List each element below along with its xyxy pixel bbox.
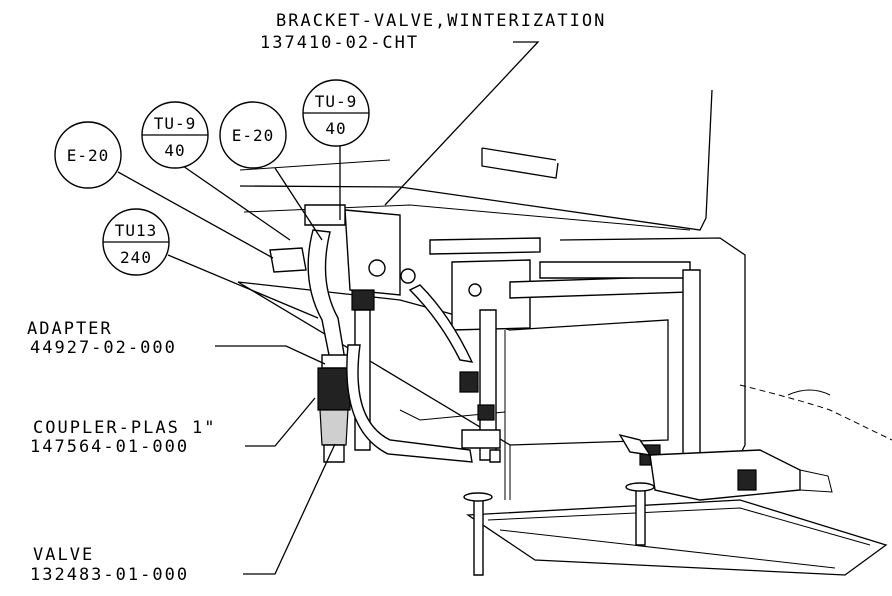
machine-illustration bbox=[237, 89, 892, 576]
hose-end bbox=[787, 389, 831, 396]
e20-left-leader bbox=[117, 171, 274, 259]
bubble-e20-mid: E-20 bbox=[219, 101, 287, 169]
bubble-tu9-right-bottom: 40 bbox=[325, 119, 346, 138]
adapter-name: ADAPTER bbox=[27, 319, 113, 339]
pump-nut bbox=[737, 469, 757, 491]
coupler-name: COUPLER-PLAS 1" bbox=[33, 418, 217, 438]
adapter-part-number: 44927-02-000 bbox=[30, 338, 177, 358]
valve-part-number: 132483-01-000 bbox=[30, 565, 189, 585]
base-tray-inner bbox=[487, 507, 871, 569]
adapter-body bbox=[321, 354, 349, 369]
adapter-leader bbox=[215, 345, 326, 365]
manifold-fitting bbox=[468, 283, 482, 297]
valve-name: VALVE bbox=[33, 545, 94, 565]
pump-outlet bbox=[799, 469, 833, 493]
drain-flange-right bbox=[625, 482, 655, 492]
callout-coupler: COUPLER-PLAS 1" 147564-01-000 bbox=[30, 418, 217, 457]
upper-panel-lines bbox=[239, 159, 691, 231]
bubble-tu9-left-bottom: 40 bbox=[164, 141, 185, 160]
manifold-nut-2 bbox=[477, 404, 495, 421]
coupler-body bbox=[317, 367, 351, 411]
top-fitting bbox=[304, 204, 346, 226]
right-pipe bbox=[509, 275, 691, 299]
callout-bracket: BRACKET-VALVE,WINTERIZATION 137410-02-CH… bbox=[260, 11, 606, 53]
bubble-tu9-left: TU-9 40 bbox=[141, 101, 209, 169]
hose-dashed bbox=[739, 384, 892, 441]
tee-fitting bbox=[461, 429, 501, 449]
upper-right-pipe bbox=[539, 261, 691, 279]
bracket-part-number: 137410-02-CHT bbox=[260, 33, 419, 53]
coupler-part-number: 147564-01-000 bbox=[30, 437, 189, 457]
vertical-pipe bbox=[682, 269, 701, 461]
coupler-leader bbox=[245, 397, 316, 447]
bubble-e20-mid-text: E-20 bbox=[232, 126, 275, 145]
manifold-nut-1 bbox=[459, 371, 479, 393]
left-hose bbox=[307, 229, 346, 361]
bubble-e20-left-text: E-20 bbox=[67, 146, 110, 165]
bubble-tu9-left-top: TU-9 bbox=[154, 114, 197, 133]
pump-assembly bbox=[649, 449, 801, 501]
e20-mid-leader bbox=[274, 167, 323, 241]
winterization-bracket bbox=[344, 209, 401, 296]
valve-leader bbox=[243, 443, 336, 575]
drain-post-right bbox=[635, 484, 646, 546]
diagonal-hose bbox=[408, 284, 474, 363]
column-nut bbox=[351, 289, 375, 311]
angle-bracket bbox=[481, 147, 559, 179]
manifold-block bbox=[451, 259, 531, 331]
valve-body bbox=[319, 409, 349, 446]
bubble-tu13-top: TU13 bbox=[115, 221, 158, 240]
drain-post-left bbox=[473, 494, 484, 576]
bracket-name: BRACKET-VALVE,WINTERIZATION bbox=[276, 11, 606, 31]
base-tray bbox=[466, 499, 888, 576]
tu9-left-leader bbox=[182, 165, 291, 241]
top-pipe bbox=[429, 237, 541, 255]
enclosure-shelf bbox=[399, 409, 506, 421]
left-elbow bbox=[269, 247, 307, 273]
enclosure-edge bbox=[504, 330, 511, 500]
upper-panel-outline bbox=[239, 89, 713, 231]
bubble-tu13: TU13 240 bbox=[102, 208, 170, 276]
callout-adapter: ADAPTER 44927-02-000 bbox=[27, 319, 177, 358]
drain-flange-left bbox=[463, 492, 493, 502]
pump-valve-handle bbox=[618, 433, 652, 456]
bracket-leader bbox=[384, 41, 540, 206]
tu13-leader bbox=[167, 254, 319, 319]
bracket-fitting-2 bbox=[400, 268, 416, 284]
bubble-e20-left: E-20 bbox=[54, 121, 122, 189]
leader-lines bbox=[117, 41, 540, 575]
bracket-fitting-1 bbox=[368, 259, 386, 277]
callout-valve: VALVE 132483-01-000 bbox=[30, 545, 189, 585]
bubble-tu9-right-top: TU-9 bbox=[315, 92, 358, 111]
return-hose bbox=[346, 344, 473, 463]
bubble-tu13-bottom: 240 bbox=[120, 248, 152, 267]
drain-cap bbox=[489, 449, 501, 463]
bubble-tu9-right: TU-9 40 bbox=[302, 79, 370, 147]
